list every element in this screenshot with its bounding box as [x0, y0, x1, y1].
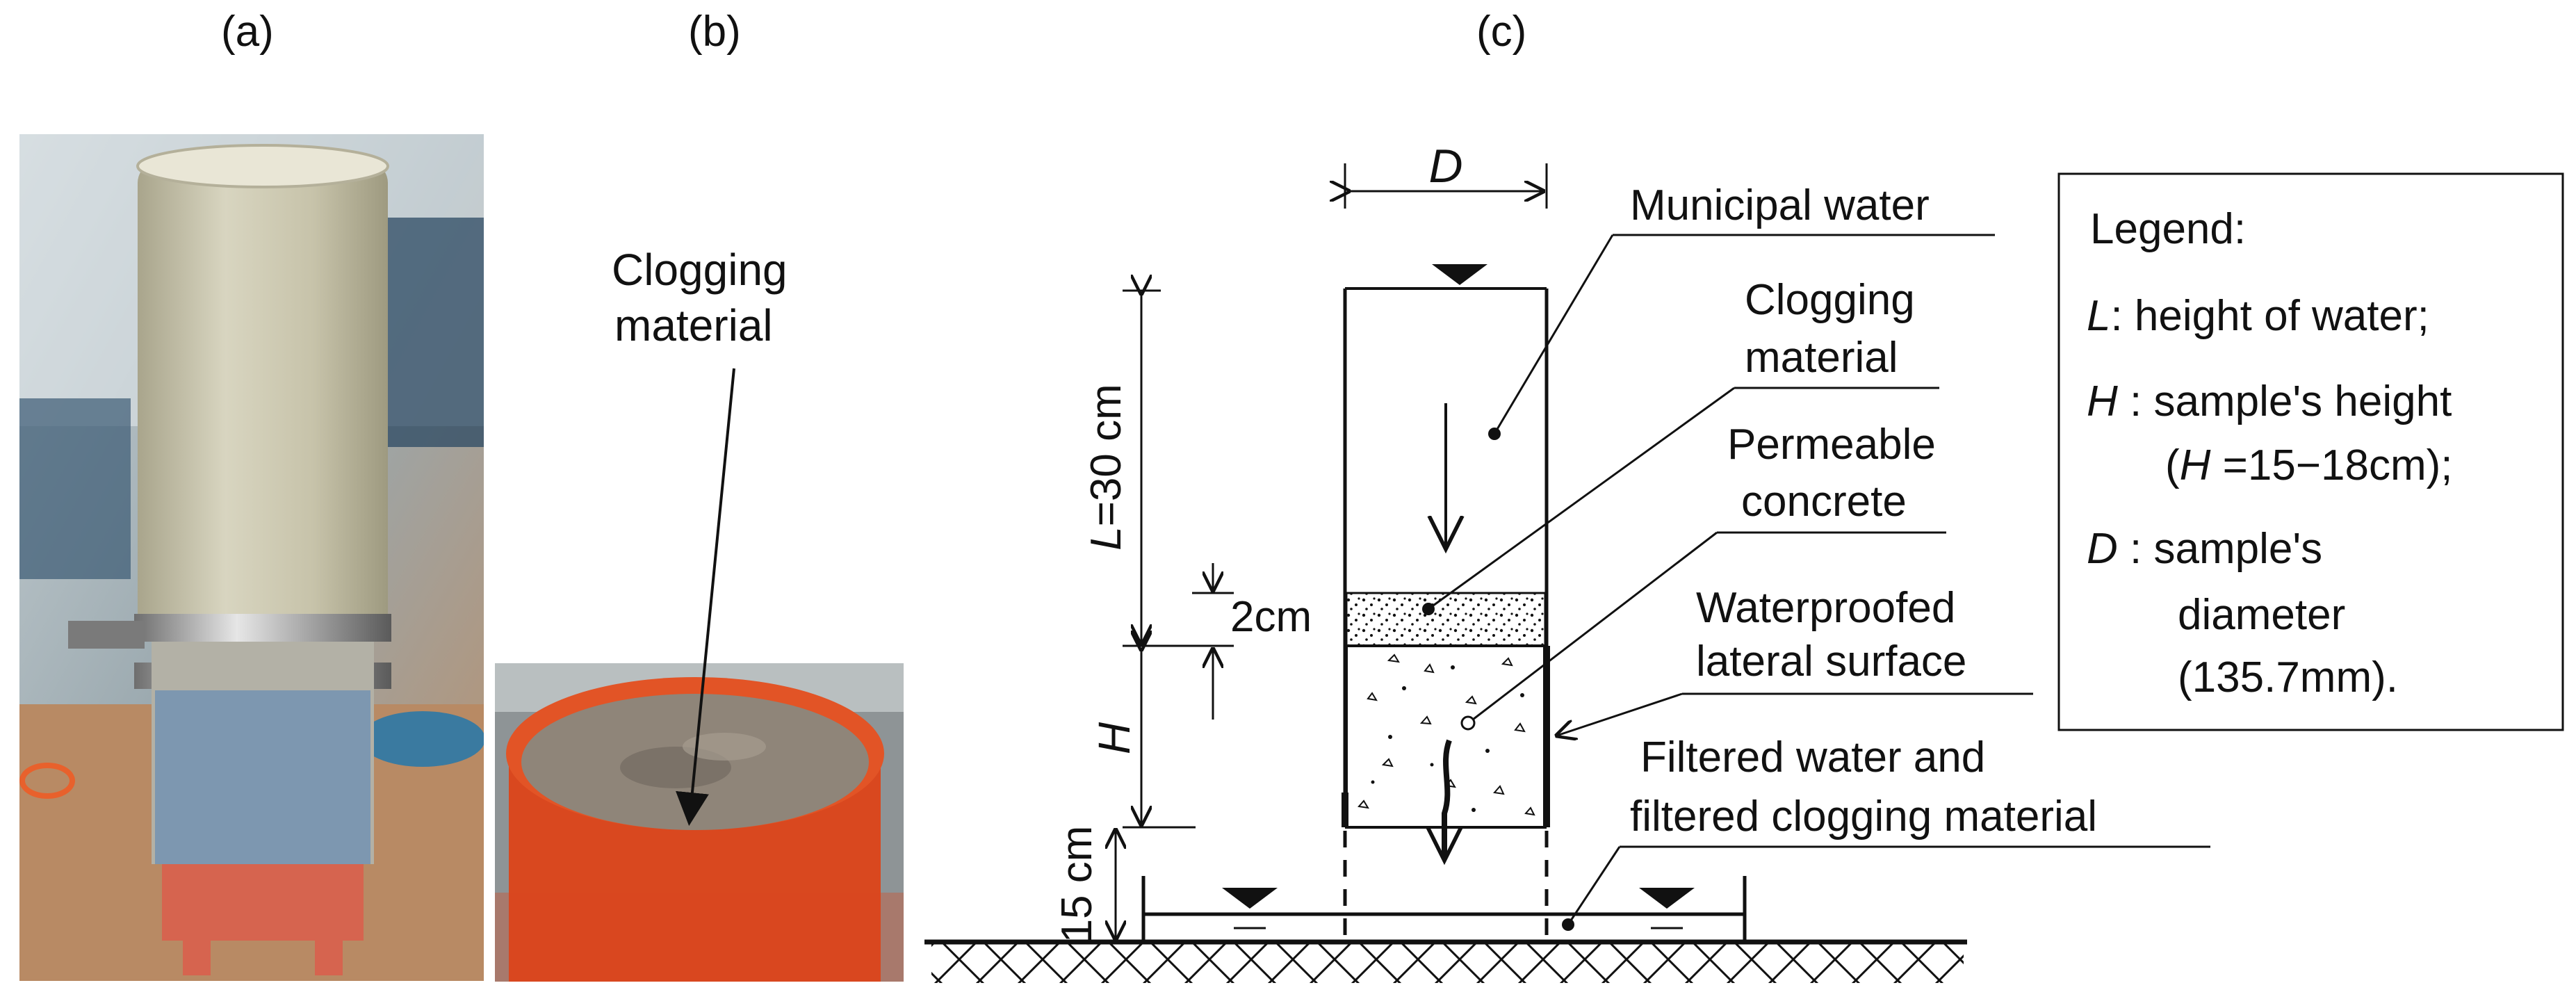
dim-l-label: L=30 cm	[1082, 384, 1130, 551]
panel-label-c: (c)	[1476, 8, 1527, 56]
concrete-fine-dots	[1371, 665, 1524, 812]
panel-label-b: (b)	[688, 8, 741, 56]
dim-h-label: H	[1089, 722, 1139, 754]
dim-l-value: =30 cm	[1082, 384, 1130, 526]
clogging-annotation-line2: material	[614, 300, 773, 350]
clogging-annotation-arrow	[676, 368, 735, 826]
label-waterproofed-line1: Waterproofed	[1696, 584, 1955, 632]
legend-h-range-symbol: H	[2180, 441, 2211, 489]
dim-2cm-label: 2cm	[1230, 593, 1312, 641]
legend-entry-d: D : sample's	[2087, 525, 2322, 573]
leader-filtered-dot	[1562, 918, 1574, 931]
leader-permeable	[1469, 531, 1718, 723]
dim-d-label: D	[1428, 140, 1462, 193]
clogging-layer	[1345, 592, 1547, 647]
legend-entry-l: L: height of water;	[2087, 292, 2429, 340]
legend-d-symbol: D	[2087, 525, 2118, 573]
clogging-annotation-line1: Clogging	[612, 245, 788, 295]
waterproofed-lateral-right	[1543, 646, 1550, 827]
leader-clogging-dot	[1422, 603, 1435, 615]
label-municipal-water: Municipal water	[1630, 181, 1930, 229]
label-clogging-line2: material	[1745, 334, 1898, 382]
legend-entry-h: H : sample's height	[2087, 377, 2452, 425]
legend-entry-d-line2: diameter	[2178, 591, 2345, 639]
legend-h-range-open: (	[2165, 441, 2180, 489]
leader-municipal-water	[1493, 234, 1614, 434]
flow-path-through-sample	[1442, 739, 1452, 855]
photo-a-column-apparatus	[19, 134, 484, 981]
leader-permeable-dot	[1460, 715, 1476, 731]
legend-h-text: : sample's height	[2118, 377, 2452, 425]
legend-h-range-text: =15−18cm);	[2210, 441, 2452, 489]
concrete-aggregate-marks	[1358, 653, 1535, 816]
legend-box	[2057, 172, 2564, 731]
legend-l-symbol: L	[2087, 292, 2110, 340]
leader-clogging	[1428, 387, 1735, 610]
leader-municipal-water-dot	[1488, 428, 1501, 440]
label-waterproofed-line2: lateral surface	[1696, 637, 1966, 685]
tray-water-level-marker-left	[1222, 888, 1278, 909]
leader-filtered	[1567, 846, 1621, 925]
label-clogging-line1: Clogging	[1745, 276, 1915, 324]
collection-tray	[1141, 876, 1747, 944]
leader-waterproofed	[1557, 692, 1683, 736]
panel-label-a: (a)	[221, 8, 274, 56]
legend-entry-h-range: (H =15−18cm);	[2165, 441, 2453, 489]
photo-a-illustration	[19, 134, 484, 981]
dim-l-symbol: L	[1082, 526, 1130, 550]
waterproofed-lateral-left	[1342, 793, 1348, 827]
dim-15cm-label: 15 cm	[1053, 826, 1101, 943]
legend-entry-d-line3: (135.7mm).	[2178, 653, 2398, 701]
legend-title: Legend:	[2090, 205, 2246, 253]
label-filtered-line2: filtered clogging material	[1630, 793, 2097, 840]
label-permeable-line2: concrete	[1741, 478, 1907, 526]
ground-hatch	[931, 943, 1964, 983]
legend-d-text: : sample's	[2118, 525, 2322, 573]
label-permeable-line1: Permeable	[1727, 421, 1936, 469]
legend-l-text: : height of water;	[2110, 292, 2429, 340]
legend-h-symbol: H	[2087, 377, 2118, 425]
column-water-level-marker	[1432, 264, 1487, 285]
label-filtered-line1: Filtered water and	[1640, 733, 1985, 781]
tray-water-level-marker-right	[1639, 888, 1695, 909]
